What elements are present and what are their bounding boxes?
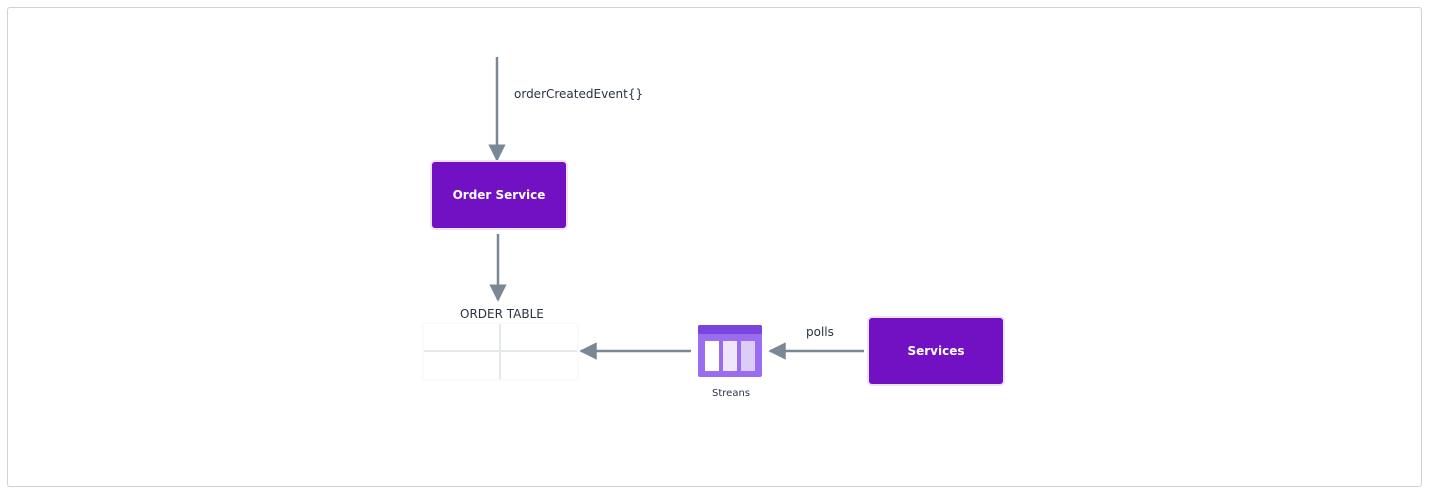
table-icon[interactable] xyxy=(424,324,577,379)
order-table-label: ORDER TABLE xyxy=(460,307,544,321)
services-node[interactable]: Services xyxy=(869,318,1003,384)
polls-label: polls xyxy=(806,325,834,339)
table-row-divider xyxy=(424,350,577,352)
diagram-canvas xyxy=(7,7,1422,487)
table-column-divider xyxy=(499,324,501,379)
order-service-node[interactable]: Order Service xyxy=(432,162,566,228)
streams-icon[interactable] xyxy=(698,325,762,377)
event-label: orderCreatedEvent{} xyxy=(514,87,644,101)
order-service-label: Order Service xyxy=(452,188,546,202)
services-label: Services xyxy=(907,344,965,358)
streams-label: Streans xyxy=(712,388,750,399)
